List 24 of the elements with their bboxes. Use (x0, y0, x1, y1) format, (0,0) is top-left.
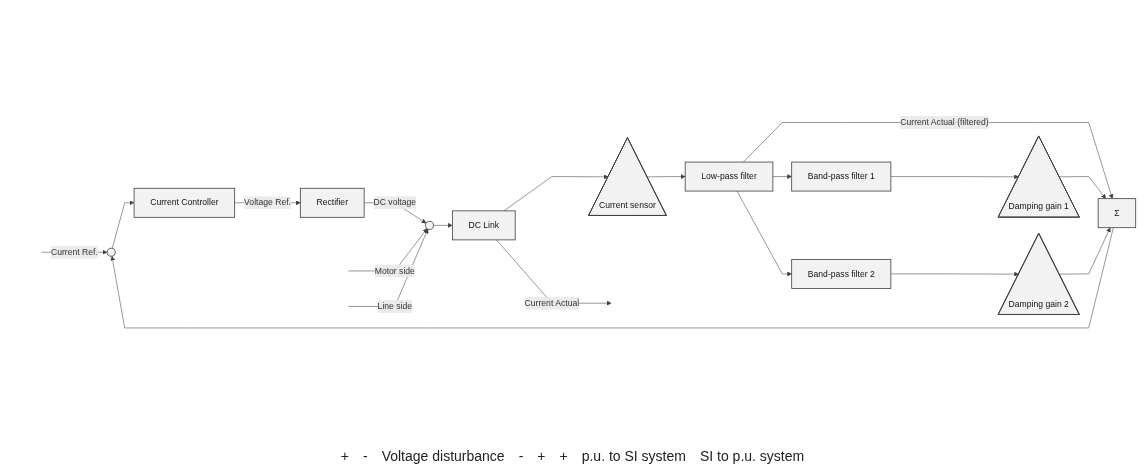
edge-label: Current Actual (filtered) (900, 117, 989, 127)
node-box: Current Controller (133, 187, 236, 218)
note-label: + (537, 448, 546, 464)
note-label: Voltage disturbance (381, 448, 505, 464)
edge-label: DC voltage (373, 197, 417, 208)
node-box: Band-pass filter 1 (791, 161, 892, 192)
node-box: Low-pass filter (684, 161, 774, 192)
note-label: + (340, 448, 349, 464)
edge-label: Line side (377, 301, 413, 311)
node-circle (425, 220, 434, 230)
node-box: Band-pass filter 2 (791, 258, 892, 289)
note-label: SI to p.u. system (699, 448, 805, 464)
edge-label: Current Ref. (50, 247, 98, 257)
note-label: + (559, 448, 568, 464)
node-circle (106, 247, 116, 257)
edge-label: Voltage Ref. (244, 197, 291, 208)
note-label: p.u. to SI system (581, 448, 686, 464)
node-box: Σ (1097, 198, 1137, 229)
note-label: - (518, 448, 524, 464)
edge-label: Current Actual (524, 298, 580, 308)
note-label: - (362, 448, 368, 464)
edge-label: Motor side (374, 266, 415, 276)
node-box: Rectifier (299, 187, 365, 218)
node-box: DC Link (451, 210, 516, 241)
